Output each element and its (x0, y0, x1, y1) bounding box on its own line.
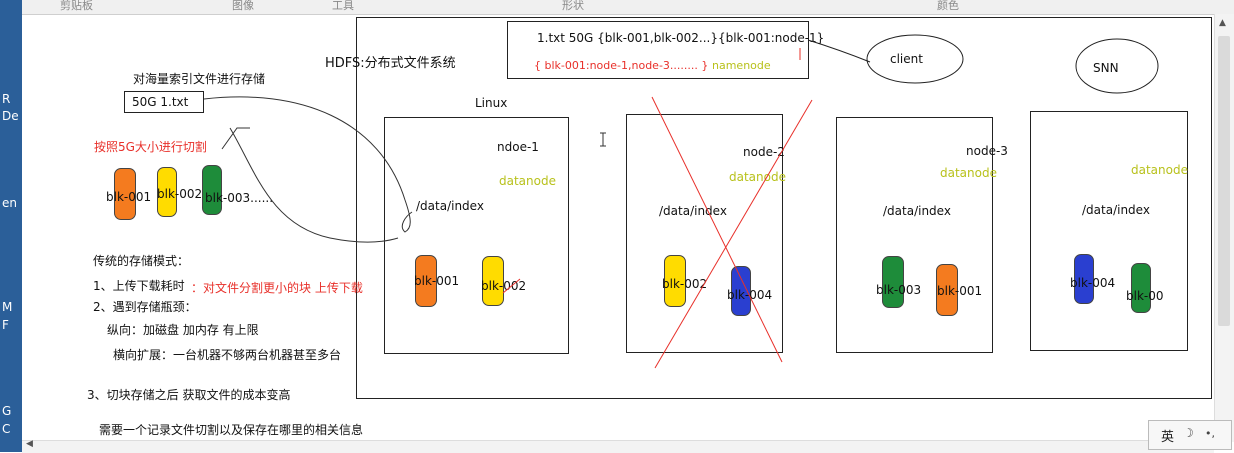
block-label: blk-001 (106, 190, 152, 204)
scroll-left-icon[interactable]: ◀ (26, 439, 33, 449)
point3: 3、切块存储之后 获取文件的成本变高 (87, 388, 291, 402)
ribbon-label[interactable]: 图像 (232, 0, 254, 12)
node-box (1030, 111, 1188, 351)
red-slash (502, 278, 521, 294)
block-label: blk-003 (876, 283, 922, 297)
point2: 2、遇到存储瓶颈： (93, 300, 197, 314)
taskbar-text: De (2, 109, 19, 123)
taskbar-text: M (2, 300, 13, 314)
ribbon-label[interactable]: 形状 (562, 0, 584, 12)
cross-line (651, 96, 783, 363)
snn-label: SNN (1093, 61, 1119, 75)
hdfs-cluster-frame (356, 17, 1212, 399)
node-box (384, 117, 569, 354)
client-ellipse (866, 34, 964, 84)
namenode-box (507, 21, 809, 79)
block-label: blk-001 (414, 274, 460, 288)
ime-language[interactable]: 英 (1161, 430, 1175, 445)
text-cursor-icon (600, 132, 606, 147)
block-blue (731, 266, 751, 316)
datanode-label: datanode (940, 166, 997, 180)
ribbon-label[interactable]: 颜色 (937, 0, 959, 12)
node-name: ndoe-1 (497, 140, 539, 154)
taskbar-text: F (2, 318, 9, 332)
block-label: blk-002 (662, 277, 708, 291)
taskbar-strip: R De en M F G C (0, 0, 22, 452)
block-label: blk-003...... (205, 191, 274, 205)
block-orange (114, 168, 136, 220)
node-box (836, 117, 993, 353)
arrow-back-to-file (229, 127, 399, 243)
client-connector (807, 39, 871, 63)
need-record-note: 需要一个记录文件切割以及保存在哪里的相关信息 (99, 423, 364, 437)
moon-icon[interactable]: ☽ (1183, 426, 1194, 440)
block-label: blk-00 (1126, 289, 1164, 303)
block-orange (936, 264, 958, 316)
vertical-scrollbar[interactable]: ▲ (1214, 14, 1234, 442)
block-label: blk-002 (481, 279, 527, 293)
scroll-up-icon[interactable]: ▲ (1219, 18, 1226, 28)
node-box (626, 114, 783, 353)
file-box-label: 50G 1.txt (132, 95, 189, 109)
path-label: /data/index (883, 204, 951, 218)
point1-solution: ：对文件分割更小的块 上传下载 (191, 281, 363, 295)
block-green (202, 165, 222, 215)
scroll-thumb[interactable] (1218, 36, 1230, 326)
horizontal-scrollbar[interactable]: ◀ (22, 439, 1214, 453)
ribbon-label[interactable]: 工具 (332, 0, 354, 12)
block-yellow (157, 167, 177, 217)
snn-ellipse (1075, 38, 1159, 94)
hdfs-title: HDFS:分布式文件系统 (325, 56, 456, 71)
cut-note: 按照5G大小进行切割 (94, 140, 207, 154)
linux-label: Linux (475, 96, 508, 110)
node-name: node-3 (966, 144, 1008, 158)
datanode-label: datanode (729, 170, 786, 184)
block-label: blk-001 (937, 284, 983, 298)
file-box (124, 91, 204, 113)
traditional-title: 传统的存储模式： (93, 254, 190, 268)
block-blue (1074, 254, 1094, 304)
taskbar-text: C (2, 422, 11, 436)
block-orange (415, 255, 437, 307)
block-label: blk-004 (1070, 276, 1116, 290)
block-green (1131, 263, 1151, 313)
taskbar-text: en (2, 196, 17, 210)
horizontal-note: 横向扩展：一台机器不够两台机器甚至多台 (113, 348, 342, 362)
ime-toolbar[interactable]: 英 ☽ •, (1148, 420, 1232, 450)
block-yellow (482, 256, 504, 306)
namenode-line2: { blk-001:node-1,node-3........ } (534, 59, 709, 72)
namenode-label: namenode (712, 59, 771, 72)
vertical-note: 纵向：加磁盘 加内存 有上限 (107, 323, 259, 337)
massive-storage-note: 对海量索引文件进行存储 (133, 72, 266, 86)
punctuation-icon[interactable]: •, (1205, 427, 1215, 440)
client-label: client (890, 52, 923, 66)
block-label: blk-002 (157, 187, 203, 201)
ribbon-label[interactable]: 剪贴板 (60, 0, 93, 12)
pen-stroke (221, 127, 250, 150)
datanode-label: datanode (499, 174, 556, 188)
point1: 1、上传下载耗时 (93, 279, 185, 293)
cross-line (654, 99, 813, 369)
block-yellow (664, 255, 686, 307)
block-green (882, 256, 904, 308)
ribbon-group-labels: 剪贴板 图像 工具 形状 颜色 (22, 0, 1234, 15)
taskbar-text: R (2, 92, 11, 106)
datanode-label: datanode (1131, 163, 1188, 177)
node-name: node-2 (743, 145, 785, 159)
namenode-line1: 1.txt 50G {blk-001,blk-002...}{blk-001:n… (537, 31, 825, 45)
arrow-to-node1 (203, 96, 413, 233)
path-label: /data/index (416, 199, 484, 213)
taskbar-text: G (2, 404, 12, 418)
path-label: /data/index (1082, 203, 1150, 217)
